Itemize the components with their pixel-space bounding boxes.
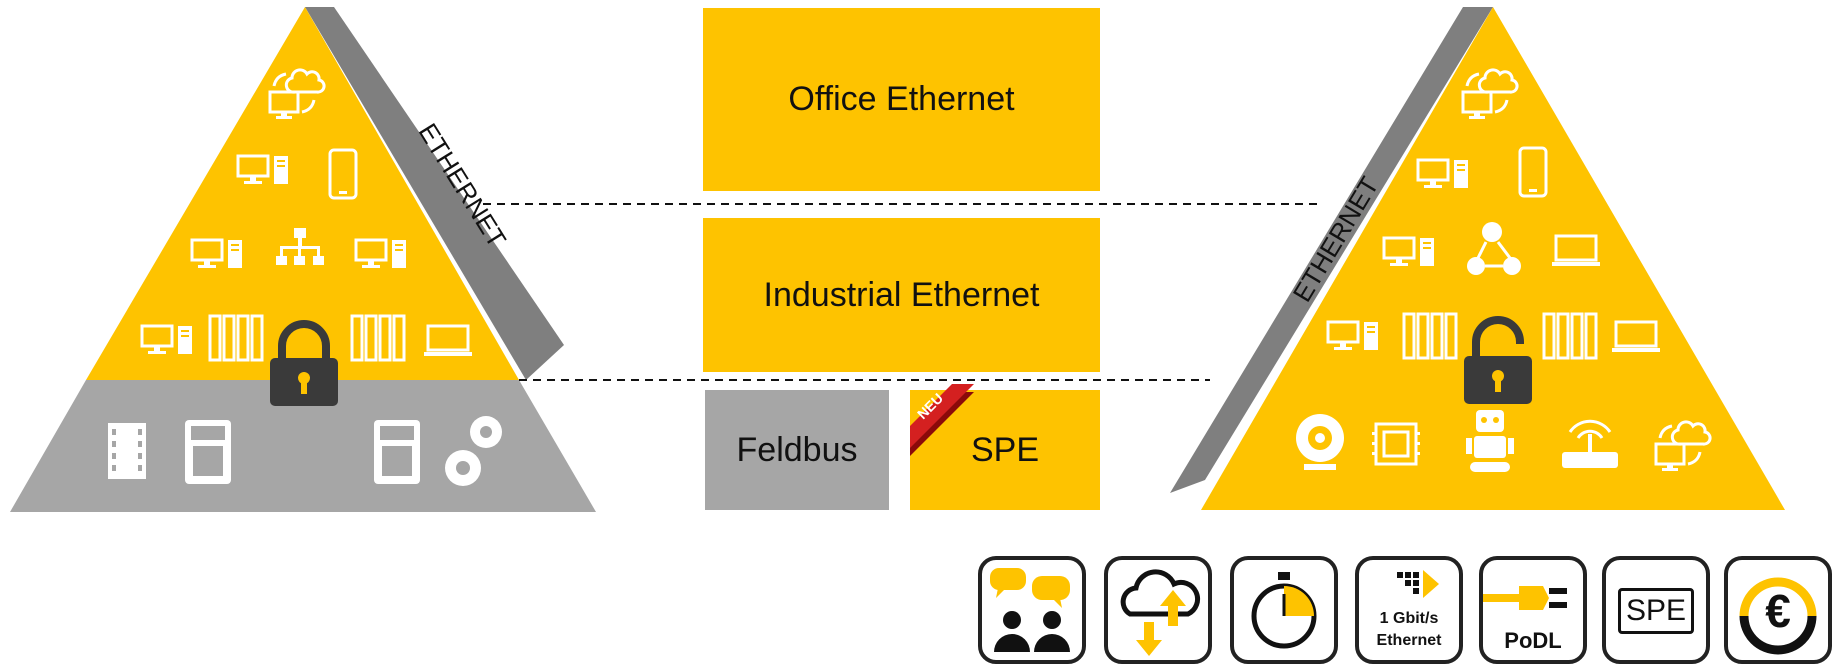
left-ethernet-zone (86, 7, 519, 380)
gigabit-icon (1397, 570, 1439, 598)
spe-label: SPE (970, 430, 1040, 469)
spe-tile: SPE (1602, 556, 1710, 664)
fieldbus-label: Feldbus (736, 430, 858, 469)
left-ethernet-side-band (305, 7, 564, 380)
tower-pc-icon (1364, 322, 1378, 350)
gigabit-tile: 1 Gbit/s Ethernet (1355, 556, 1463, 664)
industrial-ethernet-layer: Industrial Ethernet (703, 218, 1100, 372)
spe-logo: SPE (1618, 588, 1694, 634)
right-ethernet-zone (1201, 7, 1785, 510)
right-ethernet-side-band (1170, 7, 1493, 493)
stopwatch-icon (1251, 572, 1317, 649)
podl-label: PoDL (1504, 628, 1562, 653)
tower-pc-icon (178, 326, 192, 354)
communication-icon (990, 568, 1070, 652)
tower-pc-icon (1454, 160, 1468, 188)
euro-symbol: € (1765, 585, 1791, 637)
right-pyramid (1170, 7, 1785, 510)
left-pyramid (10, 7, 596, 512)
robot-icon (1466, 410, 1514, 472)
tower-pc-icon (1420, 238, 1434, 266)
gigabit-label-line1: 1 Gbit/s (1379, 610, 1439, 627)
office-ethernet-layer: Office Ethernet (703, 8, 1100, 191)
network-icon (276, 228, 324, 265)
chip-icon (1372, 422, 1420, 466)
fieldbus-layer: Feldbus (705, 390, 889, 510)
calculator-icon (374, 420, 420, 484)
real-time-tile (1230, 556, 1338, 664)
plug-icon (1483, 586, 1567, 610)
io-module-icon (108, 423, 146, 479)
cloud-sync-tile (1104, 556, 1212, 664)
tower-pc-icon (274, 156, 288, 184)
industrial-ethernet-label: Industrial Ethernet (763, 275, 1040, 314)
cost-tile: € (1724, 556, 1832, 664)
new-badge (910, 384, 974, 456)
calculator-icon (185, 420, 231, 484)
cloud-sync-icon (1120, 569, 1201, 656)
euro-icon (1739, 577, 1817, 655)
user-network-icon (1467, 222, 1521, 275)
webcam-icon (1296, 414, 1344, 470)
office-ethernet-label: Office Ethernet (788, 80, 1015, 118)
tower-pc-icon (228, 240, 242, 268)
wifi-router-icon (1562, 419, 1618, 468)
communication-tile (978, 556, 1086, 664)
podl-tile: PoDL (1479, 556, 1587, 664)
tower-pc-icon (392, 240, 406, 268)
gears-icon (445, 416, 502, 486)
gigabit-label-line2: Ethernet (1376, 632, 1442, 649)
